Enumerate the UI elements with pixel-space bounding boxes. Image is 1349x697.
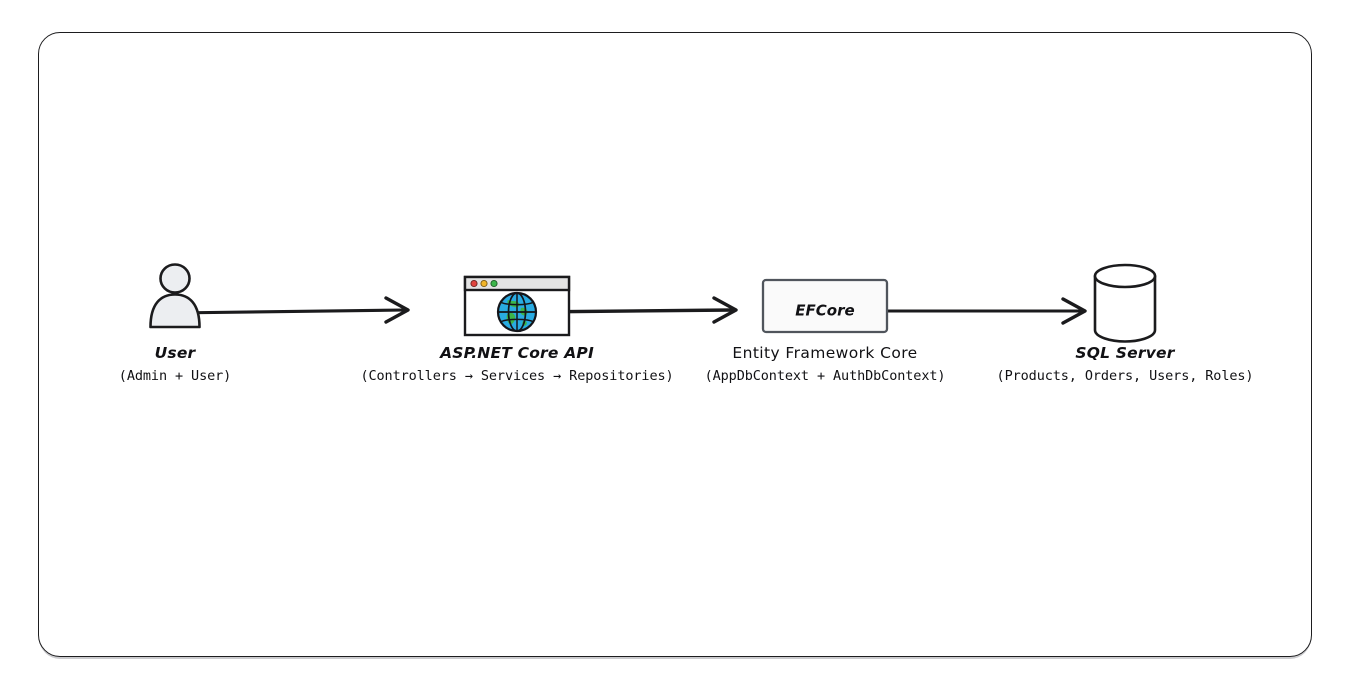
rectangle-node-icon: EFCore [761, 278, 889, 334]
node-api-title: ASP.NET Core API [440, 344, 594, 362]
window-dot-yellow [480, 279, 488, 288]
node-user-subtitle: (Admin + User) [118, 368, 232, 384]
diagram-frame [38, 32, 1312, 657]
node-api-subtitle: (Controllers → Services → Repositories) [360, 368, 674, 384]
node-efcore[interactable]: EFCore Entity Framework Core (AppDbConte… [660, 258, 990, 398]
globe-icon [496, 291, 538, 333]
node-user-title: User [154, 344, 196, 362]
browser-window-globe-icon [463, 275, 571, 337]
node-efcore-label: EFCore [795, 302, 854, 320]
user-actor-icon [149, 263, 201, 329]
node-sqlserver-subtitle: (Products, Orders, Users, Roles) [996, 368, 1254, 384]
node-sqlserver[interactable]: SQL Server (Products, Orders, Users, Rol… [975, 258, 1275, 398]
node-efcore-title: Entity Framework Core [732, 344, 918, 362]
node-sqlserver-title: SQL Server [1075, 344, 1175, 362]
database-cylinder-icon [1093, 263, 1157, 343]
window-dot-red [470, 279, 478, 288]
window-dot-green [490, 279, 498, 288]
node-api[interactable]: ASP.NET Core API (Controllers → Services… [352, 258, 682, 398]
node-user[interactable]: User (Admin + User) [100, 258, 250, 398]
node-efcore-subtitle: (AppDbContext + AuthDbContext) [704, 368, 946, 384]
